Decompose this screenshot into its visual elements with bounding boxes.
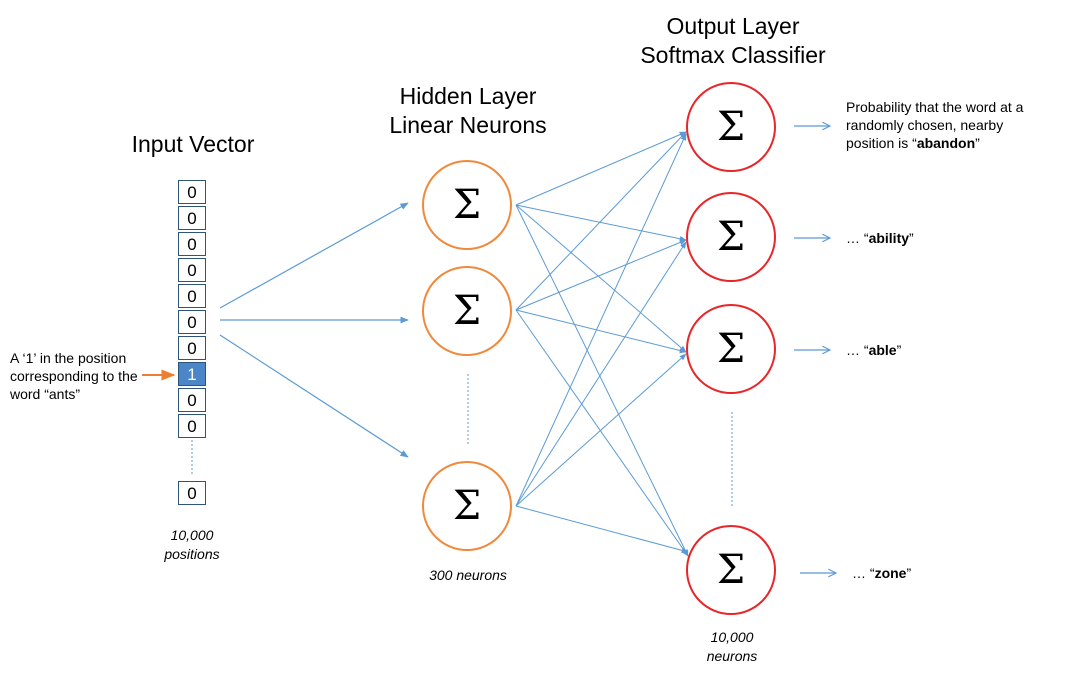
input-vector-caption-line1: 10,000 bbox=[170, 527, 214, 543]
input-cell-last: 0 bbox=[178, 481, 206, 505]
input-cell: 0 bbox=[178, 232, 206, 256]
input-cell: 0 bbox=[178, 206, 206, 230]
output-label-3: … “able” bbox=[846, 341, 901, 359]
output-label-4: … “zone” bbox=[852, 564, 911, 582]
output-label-1-prefix: position is “ bbox=[846, 135, 917, 151]
input-cell: 0 bbox=[178, 258, 206, 282]
output-label-2-suffix: ” bbox=[909, 230, 914, 246]
wire-h3-o3 bbox=[515, 353, 687, 507]
input-annotation-line2: corresponding to the bbox=[10, 368, 138, 384]
output-layer-title: Output Layer Softmax Classifier bbox=[630, 12, 836, 70]
hidden-layer-caption: 300 neurons bbox=[429, 567, 507, 583]
wire-h1-o2 bbox=[515, 204, 687, 242]
wire-h2-o1 bbox=[515, 131, 687, 311]
input-cell: 0 bbox=[178, 284, 206, 308]
wire-h3-o4 bbox=[515, 505, 689, 554]
wire-h2-o3 bbox=[515, 309, 687, 354]
wire-h1-o4 bbox=[515, 204, 689, 557]
hidden-neuron-2: Σ bbox=[422, 266, 512, 356]
wire-h3-o2 bbox=[515, 241, 687, 507]
output-word-zone: zone bbox=[874, 565, 907, 581]
hidden-neuron-3: Σ bbox=[422, 461, 512, 551]
output-word-abandon: abandon bbox=[916, 135, 976, 151]
output-label-4-suffix: ” bbox=[906, 565, 912, 581]
output-neuron-1: Σ bbox=[686, 82, 776, 172]
hidden-layer-title: Hidden Layer Linear Neurons bbox=[378, 82, 558, 140]
output-neuron-2: Σ bbox=[686, 192, 776, 282]
input-annotation-line1: A ‘1’ in the position bbox=[10, 350, 127, 366]
wire-h2-o2 bbox=[515, 239, 687, 311]
hidden-neuron-1: Σ bbox=[422, 160, 512, 250]
input-to-hidden-1-arrow bbox=[219, 202, 409, 309]
input-cell: 0 bbox=[178, 310, 206, 334]
output-label-3-suffix: ” bbox=[896, 342, 902, 358]
output-layer-title-line1: Output Layer bbox=[666, 13, 800, 39]
input-annotation-line3: word “ants” bbox=[10, 386, 81, 402]
output-neuron-3: Σ bbox=[686, 304, 776, 394]
wire-h2-o4 bbox=[515, 309, 689, 557]
wire-h3-o1 bbox=[515, 133, 687, 507]
hidden-layer-title-line2: Linear Neurons bbox=[389, 112, 547, 138]
input-cell: 0 bbox=[178, 388, 206, 412]
hidden-layer-title-line1: Hidden Layer bbox=[399, 83, 537, 109]
output-layer-caption: 10,000 neurons bbox=[682, 628, 782, 666]
output-label-1: Probability that the word at a randomly … bbox=[846, 98, 1076, 152]
input-cell: 0 bbox=[178, 180, 206, 204]
wire-h1-o3 bbox=[515, 204, 687, 353]
output-layer-title-line2: Softmax Classifier bbox=[640, 42, 826, 68]
input-cell: 0 bbox=[178, 336, 206, 360]
input-cell: 0 bbox=[178, 414, 206, 438]
output-label-1-suffix: ” bbox=[975, 135, 980, 151]
input-to-hidden-3-arrow bbox=[219, 334, 409, 458]
output-label-4-prefix: … “ bbox=[852, 565, 875, 581]
output-label-2: … “ability” bbox=[846, 229, 914, 247]
input-vector-caption-line2: positions bbox=[164, 546, 220, 562]
output-label-1-line2: randomly chosen, nearby bbox=[846, 117, 1004, 133]
output-word-able: able bbox=[868, 342, 897, 358]
input-cell-active: 1 bbox=[178, 362, 206, 386]
output-label-3-prefix: … “ bbox=[846, 342, 869, 358]
output-layer-caption-line1: 10,000 bbox=[710, 629, 754, 645]
output-word-ability: ability bbox=[868, 230, 910, 246]
wire-h1-o1 bbox=[515, 131, 687, 206]
input-vector-title: Input Vector bbox=[131, 131, 255, 157]
output-neuron-4: Σ bbox=[686, 525, 776, 615]
output-layer-caption-line2: neurons bbox=[706, 648, 758, 664]
output-label-1-line1: Probability that the word at a bbox=[846, 99, 1024, 115]
input-vector-caption: 10,000 positions bbox=[142, 526, 242, 564]
output-label-1-line3: position is “abandon” bbox=[846, 134, 1076, 152]
output-label-2-prefix: … “ bbox=[846, 230, 869, 246]
input-annotation: A ‘1’ in the position corresponding to t… bbox=[10, 349, 150, 403]
